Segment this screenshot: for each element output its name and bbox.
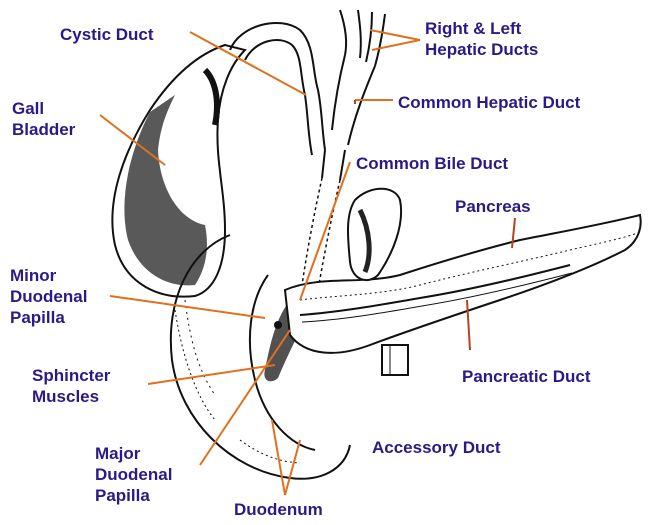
label-pancreas: Pancreas	[455, 196, 531, 217]
label-cystic-duct: Cystic Duct	[60, 24, 154, 45]
label-pancreatic-duct: Pancreatic Duct	[462, 366, 591, 387]
label-gall-bladder: Gall Bladder	[12, 98, 75, 140]
accessory-lobe-shape	[348, 189, 401, 280]
label-accessory-duct: Accessory Duct	[372, 437, 501, 458]
accessory-duct-shape	[382, 345, 408, 375]
cystic-duct-shape	[230, 23, 325, 150]
label-minor-duodenal-papilla: Minor Duodenal Papilla	[10, 265, 87, 328]
label-major-duodenal-papilla: Major Duodenal Papilla	[95, 443, 172, 506]
right-hepatic-duct-shape	[340, 10, 346, 55]
label-duodenum: Duodenum	[234, 499, 323, 520]
left-hepatic-duct-shape	[366, 12, 372, 62]
label-sphincter-muscles: Sphincter Muscles	[32, 365, 110, 407]
common-bile-duct-shape	[322, 150, 345, 180]
label-common-hepatic-duct: Common Hepatic Duct	[398, 92, 580, 113]
label-common-bile-duct: Common Bile Duct	[356, 153, 508, 174]
pancreas-shape	[285, 215, 641, 353]
label-right-left-hepatic-ducts: Right & Left Hepatic Ducts	[425, 18, 538, 60]
